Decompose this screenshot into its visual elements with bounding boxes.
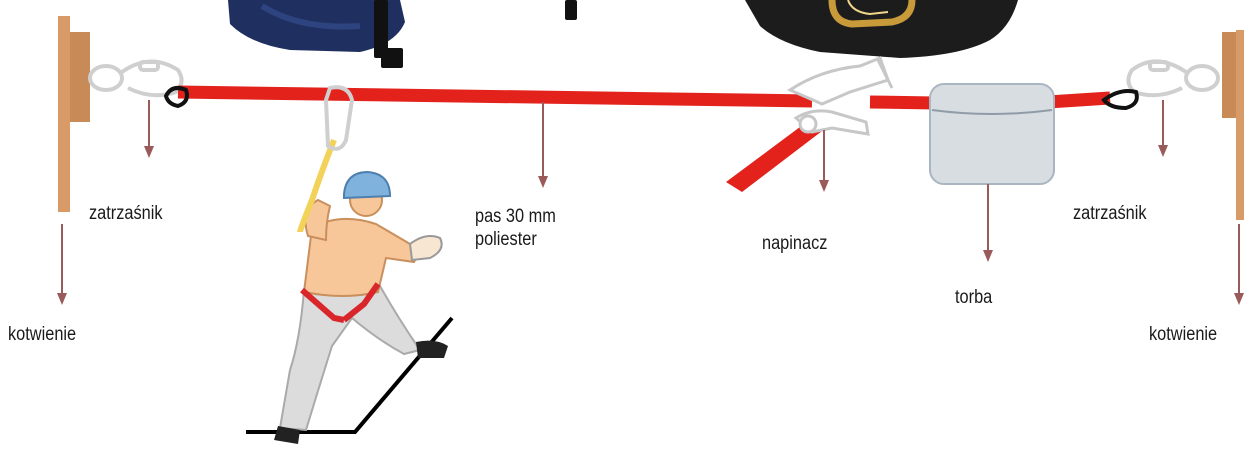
bag-icon	[930, 84, 1054, 184]
label-tensioner: napinacz	[762, 232, 827, 255]
arrow-carabiner-left-head-icon	[144, 146, 154, 158]
webbing-segment-c	[1048, 98, 1110, 102]
arrow-anchor-right-head-icon	[1234, 293, 1244, 305]
arrow-anchor-left-head-icon	[57, 293, 67, 305]
label-bag: torba	[955, 286, 992, 309]
label-anchor-right: kotwienie	[1149, 323, 1217, 346]
anchor-post-left-body	[58, 16, 70, 212]
label-anchor-left: kotwienie	[8, 323, 76, 346]
webbing-segment-b	[870, 102, 935, 103]
anchor-post-left-icon	[68, 32, 90, 122]
carabiner-right-icon	[1128, 61, 1218, 95]
label-webbing-line2: poliester	[475, 229, 537, 250]
arrow-webbing-head-icon	[538, 176, 548, 188]
anchor-post-right-body	[1236, 30, 1244, 220]
arrow-carabiner-right-head-icon	[1158, 145, 1168, 157]
label-carabiner-right: zatrzaśnik	[1073, 202, 1147, 225]
pointer-arrows	[57, 100, 1244, 305]
worker-icon	[246, 87, 452, 444]
product-bag-black-icon	[745, 0, 1018, 58]
arrow-tensioner-head-icon	[819, 180, 829, 192]
label-carabiner-left: zatrzaśnik	[89, 202, 163, 225]
webbing-main	[178, 92, 812, 101]
label-webbing-line1: pas 30 mm	[475, 206, 556, 227]
arrow-bag-head-icon	[983, 250, 993, 262]
product-bag-navy-icon	[228, 0, 577, 68]
